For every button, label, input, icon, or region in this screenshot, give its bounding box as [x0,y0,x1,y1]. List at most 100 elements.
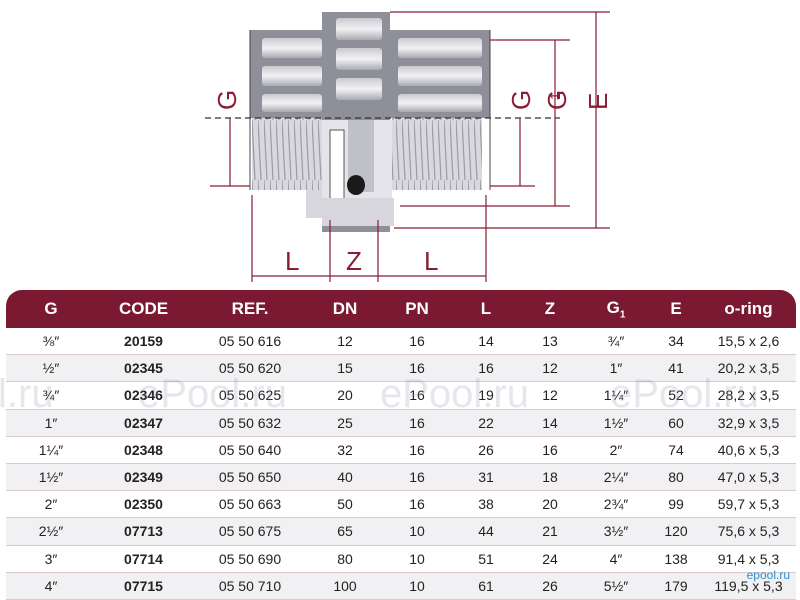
table-cell: 02349 [96,463,191,492]
table-cell: 05 50 690 [191,545,309,573]
table-cell: 10 [381,545,453,573]
table-cell: 1¼″ [581,381,651,410]
table-cell: 59,7 x 5,3 [701,490,796,519]
table-cell: 65 [309,517,381,546]
table-cell: 16 [381,409,453,437]
table-cell: 10 [381,572,453,600]
header-label: PN [405,299,429,318]
table-cell: 13 [519,328,581,356]
dim-z-label: Z [346,246,362,276]
table-cell: 3½″ [581,517,651,546]
table-cell: 38 [453,490,519,519]
table-cell: 07713 [96,517,191,546]
header-cell: PN [381,290,453,328]
dim-l-right-label: L [424,246,438,276]
table-cell: 05 50 620 [191,354,309,383]
table-cell: 20 [519,490,581,519]
header-cell: o-ring [701,290,796,328]
table-cell: 12 [309,328,381,356]
table-cell: 12 [519,354,581,383]
table-cell: 16 [453,354,519,383]
table-cell: 21 [519,517,581,546]
dimension-labels: G G G 1 E L Z L [212,90,613,276]
union-body [249,12,491,232]
header-cell: REF. [191,290,309,328]
dim-g1-label: G [542,90,572,110]
header-cell: E [651,290,701,328]
header-label: o-ring [724,299,773,318]
table-cell: ¾″ [6,381,96,410]
dim-g-left-label: G [212,90,242,110]
header-label: G [606,297,620,317]
header-label: E [670,299,682,318]
table-cell: 12 [519,381,581,410]
dim-g-right-label: G [506,90,536,110]
table-cell: 15,5 x 2,6 [701,328,796,356]
table-cell: 61 [453,572,519,600]
table-cell: 28,2 x 3,5 [701,381,796,410]
table-cell: ¾″ [581,328,651,356]
table-cell: 2½″ [6,517,96,546]
table-cell: 02346 [96,381,191,410]
header-label: Z [544,299,556,318]
table-cell: 4″ [6,572,96,600]
table-cell: 138 [651,545,701,573]
table-cell: 1¼″ [6,436,96,464]
header-cell: G [6,290,96,328]
table-cell: 14 [519,409,581,437]
table-cell: 02347 [96,409,191,437]
table-cell: 100 [309,572,381,600]
table-cell: 16 [381,328,453,356]
header-cell: DN [309,290,381,328]
table-cell: 05 50 616 [191,328,309,356]
fitting-cross-section-drawing: G G G 1 E L Z L [205,11,613,282]
table-cell: 26 [519,572,581,600]
table-cell: 47,0 x 5,3 [701,463,796,492]
table-cell: 52 [651,381,701,410]
table-cell: ½″ [6,354,96,383]
table-cell: 32,9 x 3,5 [701,409,796,437]
table-cell: 16 [381,436,453,464]
table-cell: 34 [651,328,701,356]
table-cell: 05 50 625 [191,381,309,410]
table-cell: 10 [381,517,453,546]
table-cell: 20 [309,381,381,410]
table-cell: 20,2 x 3,5 [701,354,796,383]
header-label: G [44,299,58,318]
table-cell: 2¾″ [581,490,651,519]
table-cell: 80 [309,545,381,573]
header-cell: Z [519,290,581,328]
table-cell: 18 [519,463,581,492]
table-cell: 22 [453,409,519,437]
dim-g1-sub-label: 1 [547,92,563,100]
table-cell: 179 [651,572,701,600]
table-cell: 16 [381,381,453,410]
table-cell: 16 [381,490,453,519]
table-cell: 24 [519,545,581,573]
header-cell: L [453,290,519,328]
table-cell: 41 [651,354,701,383]
table-cell: 31 [453,463,519,492]
table-cell: 40 [309,463,381,492]
table-cell: 60 [651,409,701,437]
table-cell: 40,6 x 5,3 [701,436,796,464]
header-cell: CODE [96,290,191,328]
table-cell: 05 50 675 [191,517,309,546]
table-cell: 1″ [6,409,96,437]
table-cell: ⅜″ [6,328,96,356]
table-cell: 99 [651,490,701,519]
dim-e-label: E [583,93,613,110]
table-cell: 1″ [581,354,651,383]
header-label: REF. [231,299,269,318]
table-cell: 75,6 x 5,3 [701,517,796,546]
